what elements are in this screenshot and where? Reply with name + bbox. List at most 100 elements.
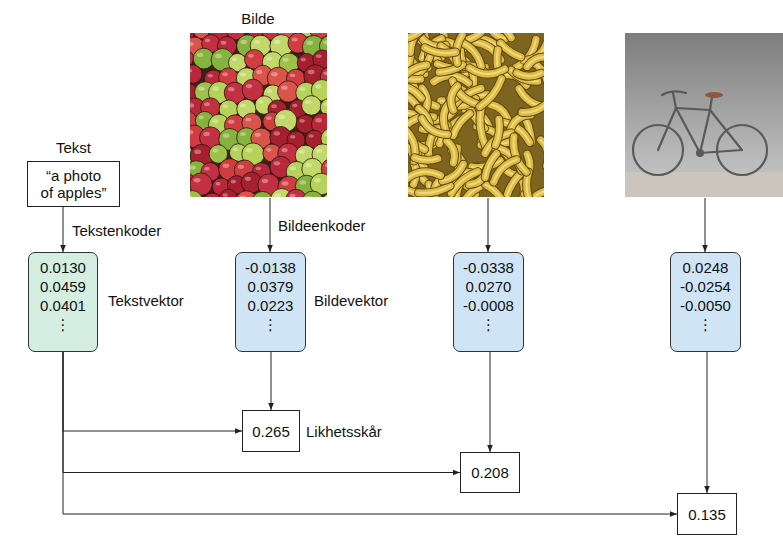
image-vector: 0.0248-0.0254-0.0050⋮ <box>670 252 741 352</box>
banana-outline <box>517 73 541 76</box>
banana-shine <box>480 79 502 107</box>
apple-shine <box>222 72 228 76</box>
banana-body <box>517 73 541 76</box>
banana-shine <box>494 160 517 182</box>
apple-shine <box>240 132 246 136</box>
banana-body <box>408 86 421 98</box>
banana-body <box>451 86 458 110</box>
banana <box>480 79 502 107</box>
banana-body <box>408 33 426 39</box>
banana-outline <box>408 172 440 181</box>
banana <box>422 119 448 135</box>
banana-shine <box>418 186 450 193</box>
banana-outline <box>422 119 448 135</box>
apple-shine <box>212 119 218 123</box>
apple-shine <box>215 182 220 186</box>
apple-shine <box>233 148 238 152</box>
apple-shine <box>274 131 280 135</box>
banana-body <box>422 119 448 135</box>
banana-outline <box>488 33 505 38</box>
apple-shine <box>315 118 322 122</box>
banana-outline <box>495 119 499 145</box>
apple-shine <box>290 166 296 170</box>
banana-body <box>469 68 504 74</box>
banana-shine <box>422 119 448 135</box>
encoder-label: Tekstenkoder <box>70 221 163 238</box>
apple-shine <box>190 69 192 73</box>
apple-shine <box>316 54 322 58</box>
apple-shine <box>203 132 210 136</box>
banana-body <box>453 114 470 136</box>
apple-shine <box>194 178 201 182</box>
connector <box>63 352 242 431</box>
banana-shine <box>408 86 421 98</box>
banana <box>453 114 470 136</box>
banana-body <box>468 33 488 40</box>
apple-shine <box>271 104 277 108</box>
apple-shine <box>283 58 289 62</box>
banana-shine <box>480 109 485 146</box>
banana-shine <box>501 43 521 57</box>
bicycle-frame <box>676 108 700 153</box>
banana-outline <box>415 158 438 161</box>
bicycle-frame <box>710 97 712 110</box>
apple-shine <box>266 56 272 60</box>
apple-shine <box>266 148 271 152</box>
banana-body <box>477 33 511 38</box>
encoder-label: Bildeenkoder <box>278 217 366 234</box>
banana <box>522 105 544 113</box>
apple-shine <box>254 133 260 137</box>
banana-outline <box>477 33 511 38</box>
banana-outline <box>418 186 450 193</box>
apple-shine <box>299 119 305 123</box>
banana-outline <box>453 114 470 136</box>
banana-shine <box>408 172 440 181</box>
apple-shine <box>325 163 327 167</box>
text-input-box: Tekst“a photo of apples” <box>27 161 120 207</box>
apple-shine <box>266 116 272 120</box>
apple-shine <box>274 161 280 165</box>
apple-shine <box>267 89 273 93</box>
banana-outline <box>505 173 521 197</box>
apple-shine <box>316 149 322 153</box>
apple-shine <box>222 104 228 108</box>
banana <box>408 86 421 98</box>
apple-shine <box>256 167 261 171</box>
banana-outline <box>468 33 488 40</box>
apple-shine <box>239 196 246 197</box>
box-text: 0.0401 <box>33 296 93 315</box>
apple-shine <box>199 116 205 120</box>
bicycle-photo <box>625 33 783 197</box>
apple-shine <box>289 194 295 197</box>
apple-shine <box>300 58 306 62</box>
connector <box>271 352 272 410</box>
box-text: 0.265 <box>252 423 290 440</box>
banana <box>477 33 511 38</box>
banana-outline <box>442 164 463 181</box>
banana-shine <box>415 158 438 161</box>
banana-body <box>495 119 499 145</box>
banana-shine <box>447 141 455 163</box>
box-text: ⋮ <box>675 315 736 334</box>
apple-shine <box>223 133 230 137</box>
banana-body <box>488 33 505 38</box>
banana-body <box>418 186 450 193</box>
banana-body <box>494 160 517 182</box>
vector-label: Bildevektor <box>314 292 388 309</box>
apple-shine <box>306 196 312 197</box>
image-vector: -0.01380.03790.0223⋮ <box>235 252 306 352</box>
encoder-arrow <box>705 198 706 252</box>
bicycle-frame <box>700 150 742 153</box>
banana <box>447 141 455 163</box>
banana <box>501 43 521 57</box>
banana <box>527 57 544 67</box>
banana-shine <box>469 68 504 74</box>
apple <box>302 96 322 116</box>
banana <box>425 48 456 53</box>
banana <box>517 73 541 76</box>
apple <box>219 189 237 197</box>
banana-shine <box>442 164 463 181</box>
apple-shine <box>223 164 230 168</box>
box-text: -0.0254 <box>675 277 736 296</box>
